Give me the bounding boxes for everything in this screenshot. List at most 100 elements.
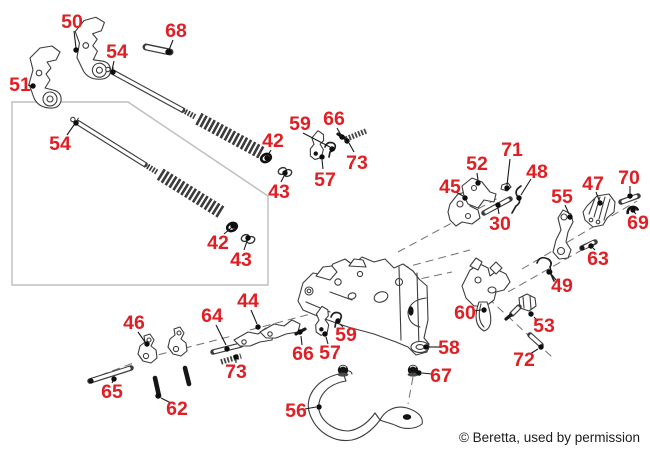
part-label-73: 73 <box>225 354 247 383</box>
svg-text:70: 70 <box>618 167 640 189</box>
part-label-54: 54 <box>106 41 128 75</box>
part-label-44: 44 <box>237 290 261 330</box>
svg-text:54: 54 <box>49 133 71 155</box>
svg-text:64: 64 <box>201 305 223 327</box>
part-65-pin <box>87 365 134 384</box>
svg-text:73: 73 <box>225 361 247 383</box>
svg-text:30: 30 <box>489 213 511 235</box>
part-label-54: 54 <box>49 120 79 155</box>
part-label-58: 58 <box>423 337 460 359</box>
part-label-51: 51 <box>9 74 36 96</box>
svg-text:66: 66 <box>323 108 345 130</box>
svg-text:67: 67 <box>430 365 452 387</box>
part-55-link <box>552 209 574 260</box>
svg-text:53: 53 <box>533 315 555 337</box>
part-label-70: 70 <box>618 167 640 199</box>
part-label-55: 55 <box>551 186 573 220</box>
part-70-pin <box>618 193 641 205</box>
svg-text:52: 52 <box>466 153 488 175</box>
svg-text:45: 45 <box>439 176 461 198</box>
part-53-bolt <box>504 293 537 321</box>
part-label-57: 57 <box>314 154 336 191</box>
part-54-spring-guide-upper <box>104 65 264 157</box>
part-47-safety-block <box>582 193 616 228</box>
copyright-notice: © Beretta, used by permission <box>458 430 640 445</box>
part-67-screw-rear <box>407 364 419 378</box>
svg-text:47: 47 <box>582 173 604 195</box>
part-label-60: 60 <box>454 302 487 324</box>
part-label-53: 53 <box>528 311 555 337</box>
part-label-57: 57 <box>319 331 341 364</box>
part-58-trigger-plate-housing <box>297 256 430 356</box>
svg-text:71: 71 <box>501 139 523 161</box>
part-72-pin <box>527 332 544 348</box>
part-label-64: 64 <box>201 305 230 352</box>
svg-text:43: 43 <box>230 249 252 271</box>
part-label-71: 71 <box>501 139 523 191</box>
svg-text:63: 63 <box>587 248 609 270</box>
svg-text:46: 46 <box>123 312 145 334</box>
svg-text:59: 59 <box>289 113 311 135</box>
svg-text:49: 49 <box>551 275 573 297</box>
svg-text:58: 58 <box>438 337 460 359</box>
part-label-59: 59 <box>289 113 335 152</box>
part-label-66: 66 <box>292 329 314 365</box>
part-label-30: 30 <box>489 202 511 235</box>
part-label-65: 65 <box>101 376 123 403</box>
part-label-46: 46 <box>123 312 150 347</box>
svg-text:60: 60 <box>454 302 476 324</box>
inset-box <box>11 101 269 286</box>
part-label-47: 47 <box>582 173 604 206</box>
part-label-59: 59 <box>335 318 357 346</box>
part-label-52: 52 <box>466 153 488 186</box>
part-label-56: 56 <box>285 400 322 422</box>
part-label-69: 69 <box>627 207 649 234</box>
part-label-49: 49 <box>546 269 573 297</box>
part-56-trigger-guard <box>307 370 423 442</box>
svg-text:43: 43 <box>268 181 290 203</box>
part-label-42: 42 <box>207 223 236 254</box>
svg-text:62: 62 <box>166 398 188 420</box>
svg-text:57: 57 <box>319 342 341 364</box>
part-54-spring-guide-lower <box>69 115 224 216</box>
svg-text:54: 54 <box>106 41 128 63</box>
svg-text:66: 66 <box>292 343 314 365</box>
part-label-73: 73 <box>344 138 368 174</box>
svg-text:69: 69 <box>627 212 649 234</box>
part-label-42: 42 <box>262 130 284 161</box>
svg-text:44: 44 <box>237 290 259 312</box>
svg-text:50: 50 <box>61 11 83 33</box>
svg-text:56: 56 <box>285 400 307 422</box>
part-label-43: 43 <box>268 170 290 203</box>
part-label-72: 72 <box>513 344 544 371</box>
part-label-50: 50 <box>61 11 83 53</box>
svg-text:73: 73 <box>346 152 368 174</box>
part-46-lever-b <box>167 326 188 357</box>
svg-text:42: 42 <box>207 232 229 254</box>
part-label-45: 45 <box>439 176 468 201</box>
part-69-clip <box>626 205 640 215</box>
svg-text:65: 65 <box>101 381 123 403</box>
part-44-lever-b <box>259 319 301 339</box>
part-51-hammer <box>28 45 62 109</box>
part-label-63: 63 <box>587 243 609 270</box>
part-label-48: 48 <box>516 161 548 201</box>
part-62-springs <box>152 365 192 399</box>
part-label-66: 66 <box>323 108 345 140</box>
part-67-screw-front <box>337 364 349 378</box>
svg-text:68: 68 <box>165 20 187 42</box>
svg-text:55: 55 <box>551 186 573 208</box>
part-60-trigger <box>461 257 511 332</box>
part-label-67: 67 <box>416 365 452 387</box>
part-label-62: 62 <box>155 393 188 420</box>
part-label-68: 68 <box>165 20 187 55</box>
part-46-lever-a <box>137 333 158 364</box>
svg-text:72: 72 <box>513 349 535 371</box>
part-73-pin-upper <box>344 128 368 142</box>
svg-text:48: 48 <box>526 161 548 183</box>
part-label-43: 43 <box>230 235 252 271</box>
svg-text:51: 51 <box>9 74 31 96</box>
